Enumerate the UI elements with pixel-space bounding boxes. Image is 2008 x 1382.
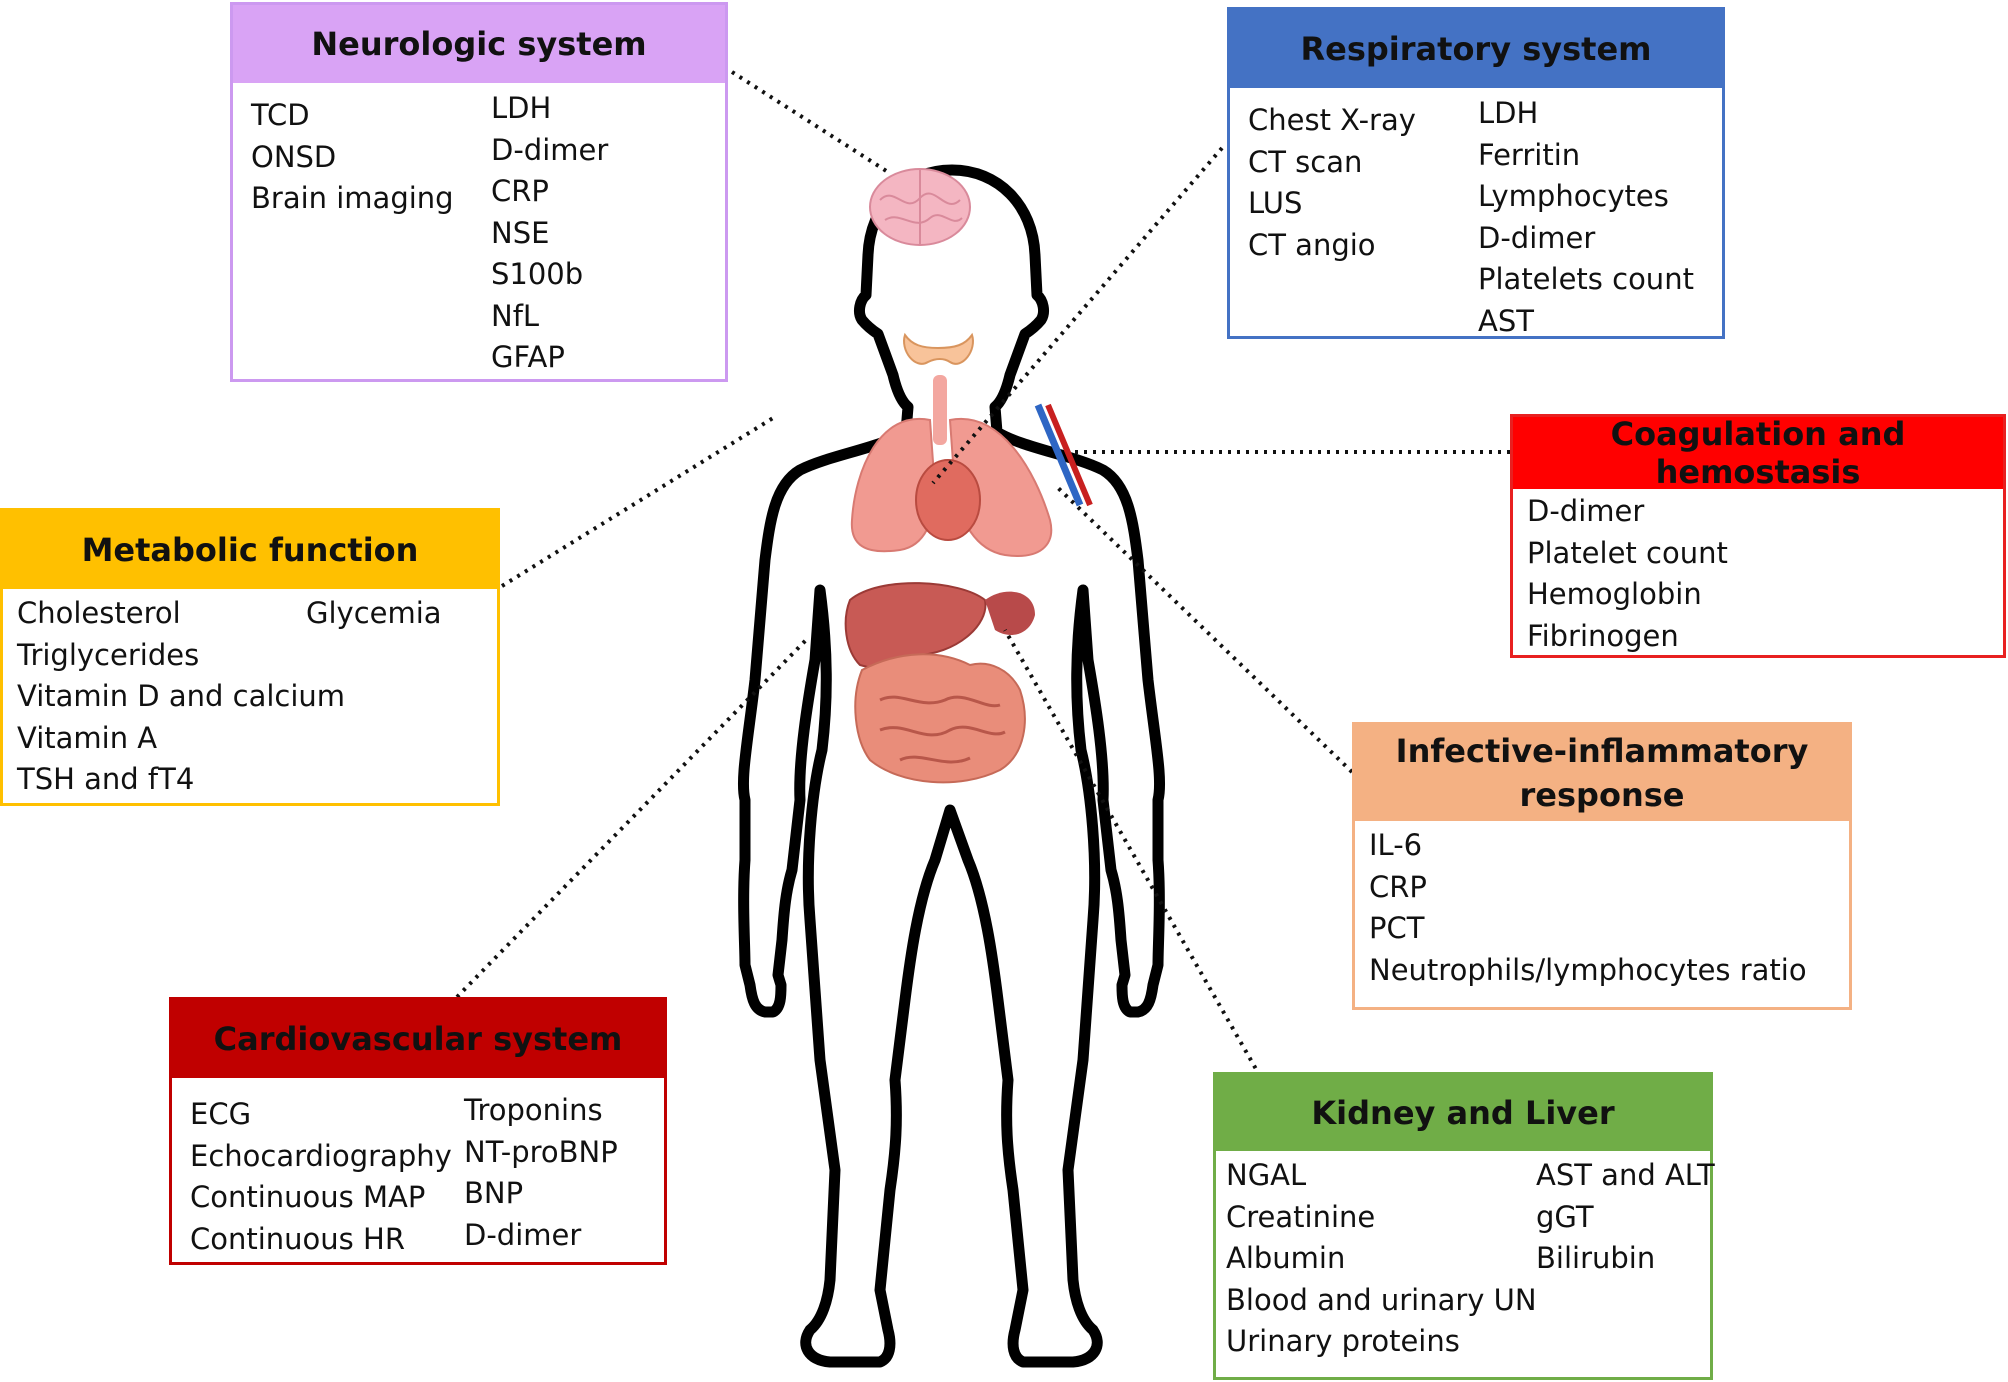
metabolic-function-box: Metabolic function Cholesterol Triglycer…: [0, 508, 500, 806]
list-item: Vitamin A: [17, 720, 158, 755]
list-item: Chest X-ray: [1248, 103, 1416, 137]
coagulation-hemostasis-box: Coagulation and hemostasis D-dimer Plate…: [1510, 414, 2006, 658]
list-item: Continuous MAP: [190, 1180, 426, 1214]
list-item: Ferritin: [1478, 137, 1581, 172]
list-item: D-dimer: [1478, 220, 1596, 255]
coagulation-list: D-dimer Platelet count Hemoglobin Fibrin…: [1527, 491, 1728, 657]
list-item: ONSD: [251, 139, 337, 174]
list-item: Lymphocytes: [1478, 179, 1669, 213]
thyroid-icon: [903, 332, 974, 365]
list-item: S100b: [491, 257, 584, 291]
list-item: Hemoglobin: [1527, 577, 1702, 611]
kidney-liver-title: Kidney and Liver: [1216, 1075, 1710, 1151]
list-item: Creatinine: [1226, 1199, 1376, 1234]
list-item: Glycemia: [306, 596, 442, 630]
neurologic-list-biomarkers: LDH D-dimer CRP NSE S100b NfL GFAP: [491, 88, 608, 379]
list-item: Platelet count: [1527, 535, 1728, 570]
infective-list: IL-6 CRP PCT Neutrophils/lymphocytes rat…: [1369, 825, 1807, 991]
kidney-list: NGAL Creatinine Albumin Blood and urinar…: [1226, 1155, 1537, 1363]
cardiovascular-system-box: Cardiovascular system ECG Echocardiograp…: [169, 997, 667, 1265]
list-item: D-dimer: [491, 132, 609, 167]
list-item: Cholesterol: [17, 596, 181, 630]
list-item: LDH: [491, 91, 552, 125]
metabolic-function-title: Metabolic function: [3, 511, 497, 589]
list-item: Bilirubin: [1536, 1241, 1656, 1275]
brain-icon: [869, 168, 971, 246]
list-item: D-dimer: [1527, 494, 1645, 528]
infective-inflammatory-title: Infective-inflammatory response: [1355, 725, 1849, 821]
infective-inflammatory-box: Infective-inflammatory response IL-6 CRP…: [1352, 722, 1852, 1010]
list-item: D-dimer: [464, 1217, 582, 1252]
connector-neurologic: [730, 70, 890, 174]
infective-title-line1: Infective-inflammatory: [1395, 732, 1809, 770]
list-item: Continuous HR: [190, 1221, 405, 1256]
lungs-icon: [850, 375, 1053, 557]
respiratory-list-biomarkers: LDH Ferritin Lymphocytes D-dimer Platele…: [1478, 93, 1694, 342]
list-item: Troponins: [464, 1093, 603, 1127]
list-item: PCT: [1369, 911, 1425, 945]
list-item: GFAP: [491, 340, 565, 374]
cardiovascular-list-biomarkers: Troponins NT-proBNP BNP D-dimer: [464, 1090, 618, 1256]
list-item: ECG: [190, 1097, 252, 1131]
blood-vessel-icon: [1034, 403, 1093, 507]
list-item: CT scan: [1248, 144, 1363, 179]
list-item: BNP: [464, 1176, 524, 1210]
list-item: CT angio: [1248, 227, 1376, 262]
list-item: gGT: [1536, 1199, 1594, 1234]
connector-cardiovascular: [455, 636, 810, 999]
list-item: Echocardiography: [190, 1138, 452, 1173]
list-item: Neutrophils/lymphocytes ratio: [1369, 952, 1807, 987]
list-item: CRP: [1369, 869, 1427, 904]
liver-list: AST and ALT gGT Bilirubin: [1536, 1155, 1715, 1280]
list-item: NSE: [491, 215, 550, 250]
list-item: Brain imaging: [251, 181, 454, 215]
list-item: CRP: [491, 174, 549, 208]
connector-lines: [455, 70, 1510, 1077]
list-item: NGAL: [1226, 1158, 1307, 1192]
connector-infective: [1053, 483, 1354, 774]
cardiovascular-list-monitoring: ECG Echocardiography Continuous MAP Cont…: [190, 1094, 452, 1260]
list-item: Blood and urinary UN: [1226, 1282, 1537, 1317]
list-item: Triglycerides: [17, 637, 200, 672]
respiratory-system-box: Respiratory system Chest X-ray CT scan L…: [1227, 7, 1725, 339]
kidney-liver-box: Kidney and Liver NGAL Creatinine Albumin…: [1213, 1072, 1715, 1380]
metabolic-list-right: Glycemia: [306, 593, 442, 635]
list-item: NT-proBNP: [464, 1134, 618, 1169]
neurologic-system-box: Neurologic system TCD ONSD Brain imaging…: [230, 2, 728, 382]
coagulation-hemostasis-title: Coagulation and hemostasis: [1513, 415, 2003, 491]
respiratory-list-imaging: Chest X-ray CT scan LUS CT angio: [1248, 100, 1416, 266]
cardiovascular-system-title: Cardiovascular system: [172, 1000, 664, 1078]
connector-metabolic: [500, 416, 775, 588]
list-item: TSH and fT4: [17, 762, 195, 796]
digestive-organs-icon: [844, 582, 1035, 784]
list-item: Fibrinogen: [1527, 618, 1679, 653]
list-item: IL-6: [1369, 828, 1423, 862]
connector-respiratory: [931, 146, 1224, 485]
list-item: Albumin: [1226, 1241, 1346, 1275]
list-item: Platelets count: [1478, 262, 1694, 296]
list-item: Vitamin D and calcium: [17, 679, 346, 713]
infective-title-line2: response: [1519, 776, 1685, 814]
list-item: LUS: [1248, 186, 1303, 220]
respiratory-system-title: Respiratory system: [1230, 10, 1722, 88]
list-item: LDH: [1478, 96, 1539, 130]
neurologic-list-imaging: TCD ONSD Brain imaging: [251, 95, 454, 220]
list-item: Urinary proteins: [1226, 1324, 1460, 1358]
list-item: AST: [1478, 303, 1534, 338]
metabolic-list-left: Cholesterol Triglycerides Vitamin D and …: [17, 593, 345, 801]
neurologic-system-title: Neurologic system: [233, 5, 725, 83]
list-item: NfL: [491, 298, 540, 333]
list-item: AST and ALT: [1536, 1158, 1715, 1192]
list-item: TCD: [251, 98, 310, 132]
